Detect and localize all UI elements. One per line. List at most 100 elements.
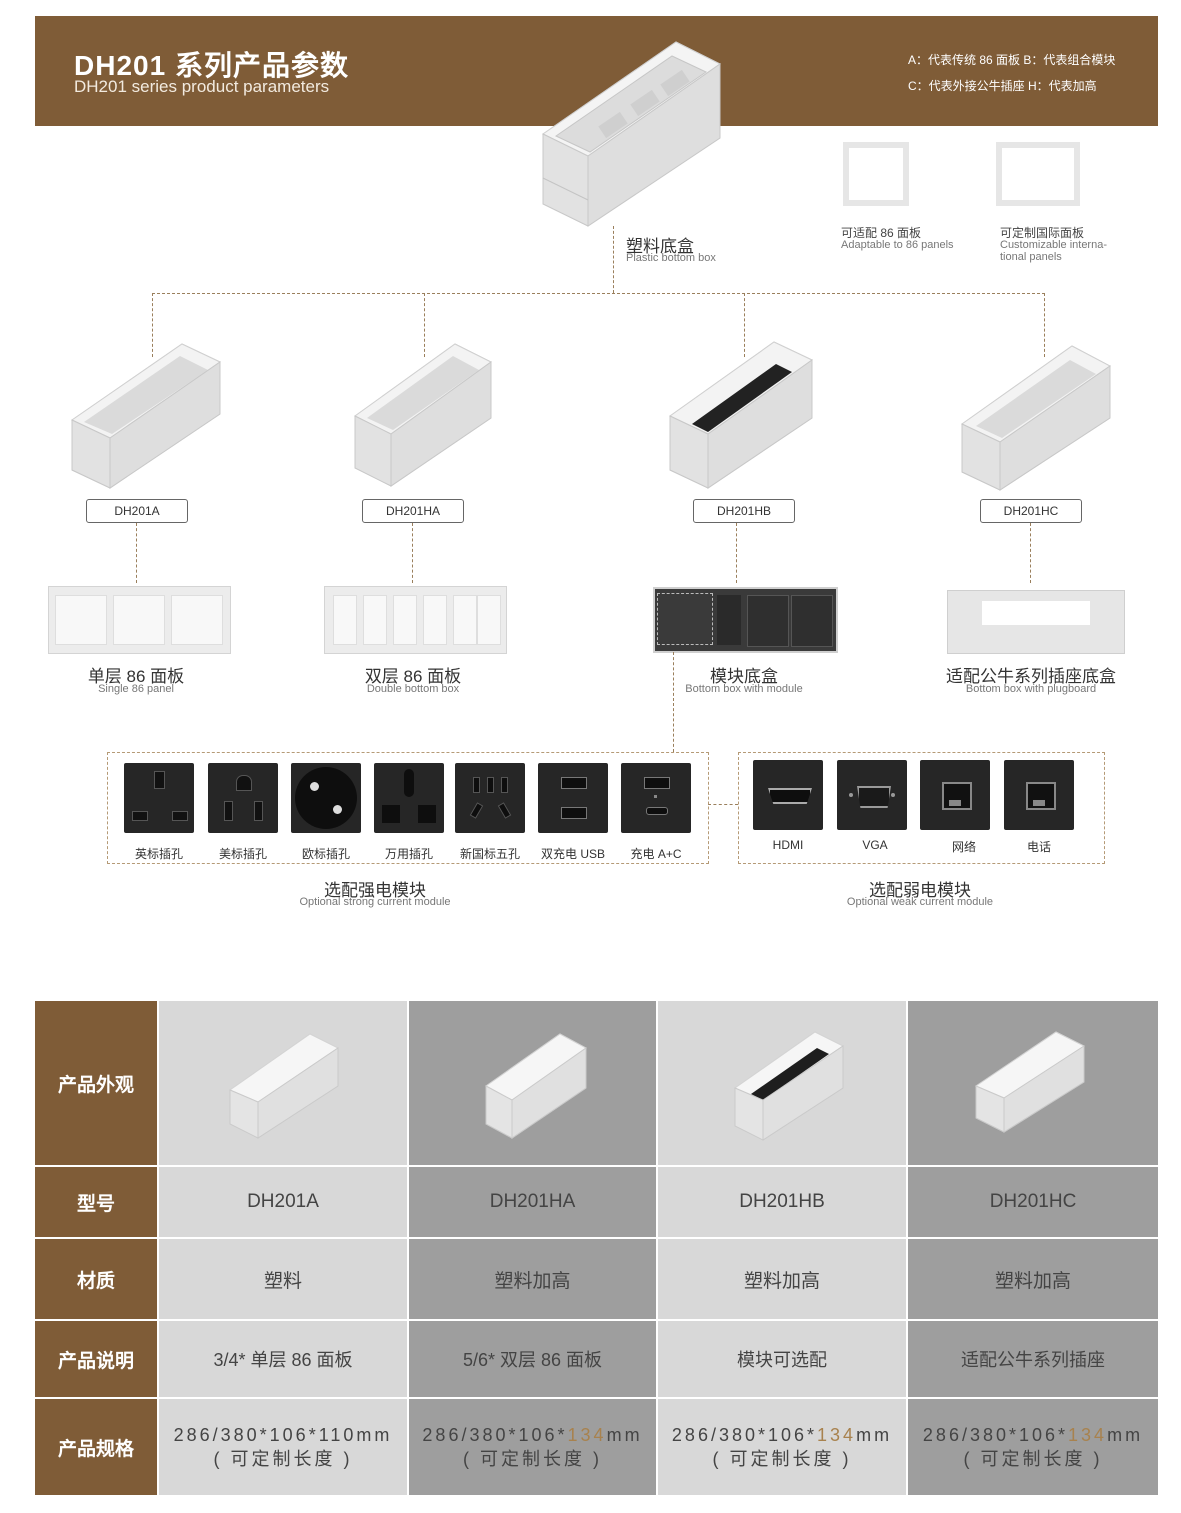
module-box-label: 模块底盒 xyxy=(710,667,778,686)
vga-label: VGA xyxy=(862,838,888,852)
material-cell: 塑料加高 xyxy=(743,1270,820,1292)
hdmi-label: HDMI xyxy=(772,838,804,852)
row-header-spec: 产品规格 xyxy=(35,1399,157,1495)
adaptable-86-panel-label-en: Adaptable to 86 panels xyxy=(841,239,954,251)
eu-socket-label: 欧标插孔 xyxy=(301,847,350,861)
row-header-model: 型号 xyxy=(35,1167,157,1237)
row-divider xyxy=(159,1165,1158,1167)
us-socket-label: 美标插孔 xyxy=(218,847,267,861)
connector-line xyxy=(1030,523,1031,583)
spec-cell: 286/380*106*134mm ( 可定制长度 ) xyxy=(671,1425,893,1469)
dual-usb-icon xyxy=(538,763,608,833)
single-86-panel-image xyxy=(48,586,231,654)
uk-socket-label: 英标插孔 xyxy=(134,847,183,861)
description-cell: 3/4* 单层 86 面板 xyxy=(213,1350,353,1370)
plugboard-box-label: 适配公牛系列插座底盒 xyxy=(946,667,1116,686)
network-port-icon xyxy=(920,760,990,830)
universal-socket-label: 万用插孔 xyxy=(384,847,433,861)
plastic-bottom-box-label-en: Plastic bottom box xyxy=(626,252,716,264)
dh201hc-thumbnail xyxy=(974,1031,1086,1133)
dh201hb-thumbnail xyxy=(733,1031,844,1141)
module-box-label-en: Bottom box with module xyxy=(685,683,803,695)
dh201ha-thumbnail xyxy=(485,1033,587,1139)
international-panel-image xyxy=(996,142,1080,206)
double-86-panel-label-en: Double bottom box xyxy=(366,683,460,695)
dh201a-box-image xyxy=(71,343,221,489)
model-tag-dh201hc: DH201HC xyxy=(980,499,1082,523)
material-cell: 塑料加高 xyxy=(994,1270,1071,1292)
description-cell: 模块可选配 xyxy=(737,1350,827,1370)
connector-line xyxy=(412,523,413,583)
connector-line xyxy=(708,804,738,805)
phone-port-icon xyxy=(1004,760,1074,830)
description-cell: 5/6* 双层 86 面板 xyxy=(462,1350,603,1370)
cn-five-hole-socket-label: 新国标五孔 xyxy=(459,847,520,861)
row-header-appearance: 产品外观 xyxy=(35,1001,157,1165)
connector-line xyxy=(673,652,674,752)
row-header-description: 产品说明 xyxy=(35,1321,157,1397)
material-cell: 塑料 xyxy=(263,1270,302,1292)
model-cell-dh201a: DH201A xyxy=(247,1191,319,1212)
strong-current-module-frame xyxy=(107,752,709,864)
row-divider xyxy=(35,1319,157,1321)
page-title: DH201 系列产品参数 xyxy=(74,50,349,81)
row-divider xyxy=(159,1237,1158,1239)
plastic-bottom-box-image xyxy=(542,41,721,227)
weak-module-title: 选配弱电模块 xyxy=(869,881,971,900)
international-panel-label: 可定制国际面板 xyxy=(1000,226,1085,240)
dh201a-thumbnail xyxy=(228,1033,339,1139)
row-divider xyxy=(159,1319,1158,1321)
legend-line-2: C：代表外接公牛插座 H：代表加高 xyxy=(908,79,1097,93)
plastic-bottom-box-label: 塑料底盒 xyxy=(626,237,694,256)
us-socket-icon xyxy=(208,763,278,833)
eu-socket-icon xyxy=(291,763,361,833)
connector-line xyxy=(152,293,153,357)
adaptable-86-panel-image xyxy=(843,142,909,206)
connector-line xyxy=(152,293,1045,294)
connector-line xyxy=(744,293,745,357)
weak-module-title-en: Optional weak current module xyxy=(846,896,994,908)
network-port-label: 网络 xyxy=(951,840,976,854)
usb-a-c-icon xyxy=(621,763,691,833)
dh201hb-box-image xyxy=(669,341,813,489)
dh201hc-box-image xyxy=(961,345,1111,491)
single-86-panel-label-en: Single 86 panel xyxy=(98,683,174,695)
vga-icon xyxy=(837,760,907,830)
model-tag-dh201hb: DH201HB xyxy=(693,499,795,523)
row-divider xyxy=(159,1397,1158,1399)
single-86-panel-label: 单层 86 面板 xyxy=(87,667,185,686)
row-divider xyxy=(35,1237,157,1239)
plugboard-box-label-en: Bottom box with plugboard xyxy=(965,683,1097,695)
row-divider xyxy=(35,1165,157,1167)
row-divider xyxy=(35,1397,157,1399)
model-tag-dh201ha: DH201HA xyxy=(362,499,464,523)
usb-a-c-label: 充电 A+C xyxy=(630,847,682,861)
model-cell-dh201hb: DH201HB xyxy=(739,1191,825,1212)
double-86-panel-label: 双层 86 面板 xyxy=(364,667,462,686)
dual-usb-label: 双充电 USB xyxy=(540,847,605,861)
row-header-material: 材质 xyxy=(35,1239,157,1319)
international-panel-label-en-2: tional panels xyxy=(1000,251,1062,263)
international-panel-label-en-1: Customizable interna- xyxy=(1000,239,1107,251)
connector-line xyxy=(136,523,137,583)
strong-module-title: 选配强电模块 xyxy=(324,881,426,900)
uk-socket-icon xyxy=(124,763,194,833)
page-subtitle: DH201 series product parameters xyxy=(74,77,330,96)
model-tag-dh201a: DH201A xyxy=(86,499,188,523)
module-box-panel-image xyxy=(653,587,838,653)
double-86-panel-image xyxy=(324,586,507,654)
connector-line xyxy=(424,293,425,357)
weak-current-module-frame xyxy=(738,752,1105,864)
adaptable-86-panel-label: 可适配 86 面板 xyxy=(841,226,922,240)
material-cell: 塑料加高 xyxy=(494,1270,571,1292)
description-cell: 适配公牛系列插座 xyxy=(961,1350,1105,1370)
connector-line xyxy=(613,226,614,293)
connector-line xyxy=(736,523,737,583)
model-cell-dh201ha: DH201HA xyxy=(489,1191,576,1212)
hdmi-icon xyxy=(753,760,823,830)
spec-cell: 286/380*106*134mm ( 可定制长度 ) xyxy=(422,1425,643,1469)
model-cell-dh201hc: DH201HC xyxy=(989,1191,1077,1212)
spec-cell: 286/380*106*110mm ( 可定制长度 ) xyxy=(173,1425,393,1469)
cn-five-hole-socket-icon xyxy=(455,763,525,833)
legend-line-1: A：代表传统 86 面板 B：代表组合模块 xyxy=(908,53,1116,67)
